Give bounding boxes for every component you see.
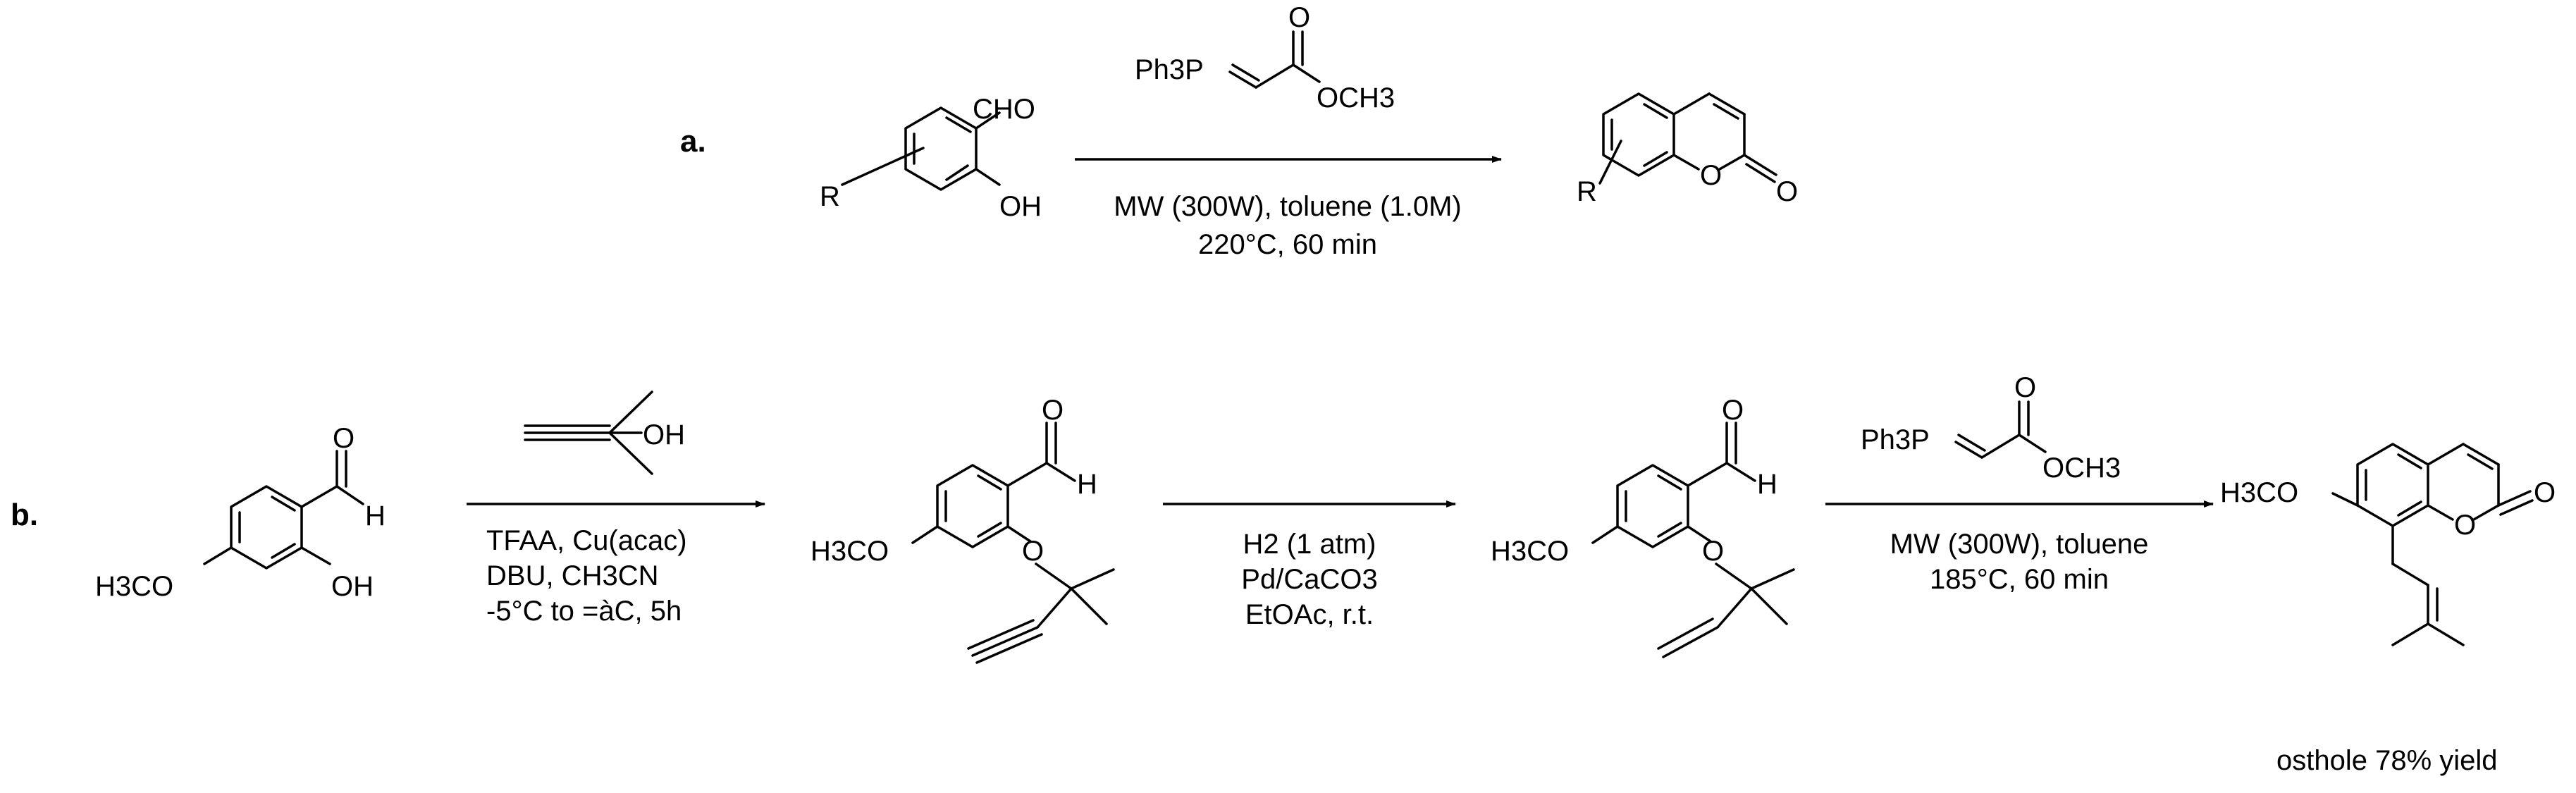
scheme-a-ylide: Ph3P O OCH3 [1135,2,1395,113]
aldehyde-o-label: O [1722,395,1744,426]
ether-o-label: O [1022,536,1044,567]
carbonyl-o-label: O [1288,2,1310,33]
osthole-caption: osthole 78% yield [2276,745,2498,776]
scheme-a-condition-2: 220°C, 60 min [1198,229,1377,260]
scheme-b-start: O H H3CO OH [95,423,386,602]
ph3p-label: Ph3P [1861,424,1930,455]
oh-label: OH [643,419,685,450]
ph3p-label: Ph3P [1135,54,1204,85]
h3co-label: H3CO [811,536,889,567]
aldehyde-h-label: H [365,500,386,531]
intermediate-1: O H H3CO O [811,395,1115,664]
och3-label: OCH3 [1317,82,1395,113]
ether-o-label: O [1702,536,1724,567]
scheme-b-label: b. [11,498,38,532]
ring-o-label: O [1700,160,1722,191]
oh-label: OH [331,571,374,602]
step3-condition-2: 185°C, 60 min [1930,564,2109,595]
h3co-label: H3CO [1491,536,1569,567]
step2-condition-3: EtOAc, r.t. [1245,599,1374,630]
carbonyl-o-label: O [2014,372,2036,403]
r-label: R [820,181,840,212]
aldehyde-o-label: O [1042,395,1064,426]
step2-condition-2: Pd/CaCO3 [1241,564,1377,595]
och3-label: OCH3 [2042,453,2121,484]
scheme-a-condition-1: MW (300W), toluene (1.0M) [1114,191,1461,222]
ring-o-label: O [2454,510,2476,541]
step1-condition-3: -5°C to =àC, 5h [486,596,682,627]
step3-condition-1: MW (300W), toluene [1890,529,2149,560]
h3co-label: H3CO [95,571,173,602]
osthole-product: H3CO O O [2220,443,2556,646]
carbonyl-o-label: O [2534,477,2556,508]
cho-label: CHO [973,94,1035,125]
scheme-a-reactant: CHO R OH [820,94,1042,222]
aldehyde-h-label: H [1757,469,1777,500]
step3-ylide: Ph3P O OCH3 [1861,372,2121,484]
r-label: R [1577,176,1597,207]
scheme-a-label: a. [680,124,706,159]
intermediate-2: O H H3CO O [1491,395,1795,658]
scheme-a-product: R O O [1577,92,1798,207]
aldehyde-o-label: O [333,423,355,454]
carbonyl-o-label: O [1776,176,1798,207]
step1-reagent: OH [524,391,685,475]
h3co-label: H3CO [2220,477,2298,508]
aldehyde-h-label: H [1077,469,1097,500]
step2-condition-1: H2 (1 atm) [1243,529,1376,560]
step1-condition-2: DBU, CH3CN [486,560,658,591]
step1-condition-1: TFAA, Cu(acac) [486,525,687,556]
oh-label: OH [999,191,1042,222]
